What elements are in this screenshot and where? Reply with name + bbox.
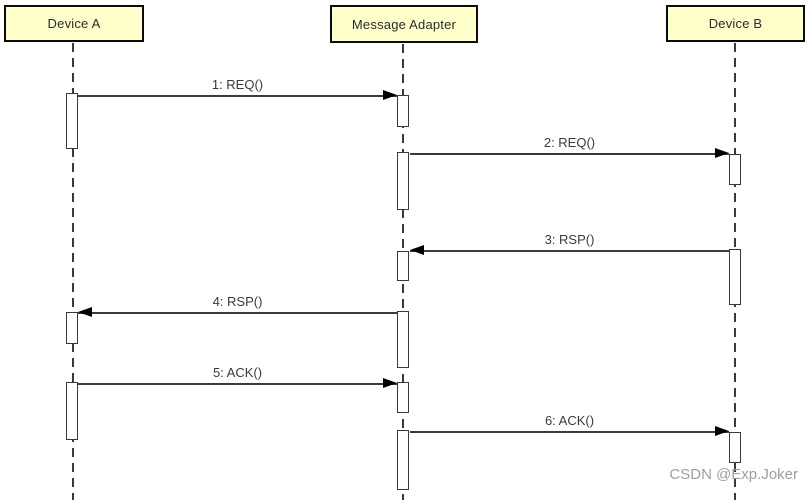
activation-bar: [66, 93, 78, 149]
activation-bar: [397, 95, 409, 127]
activation-bar: [729, 432, 741, 463]
activation-bar: [729, 154, 741, 185]
activation-bar: [397, 311, 409, 368]
message-line: [78, 312, 397, 314]
arrowhead-right-icon: [715, 425, 729, 436]
message-line: [78, 95, 397, 97]
message-label-6: 6: ACK(): [544, 413, 595, 428]
activation-bar: [66, 382, 78, 440]
arrowhead-left-icon: [78, 306, 92, 317]
actor-box-message-adapter: Message Adapter: [330, 5, 478, 43]
actor-box-device-a: Device A: [4, 5, 144, 42]
message-label-5: 5: ACK(): [212, 365, 263, 380]
message-line: [78, 383, 397, 385]
arrowhead-right-icon: [383, 89, 397, 100]
activation-bar: [397, 251, 409, 281]
activation-bar: [397, 382, 409, 413]
message-label-4: 4: RSP(): [212, 294, 263, 309]
message-label-2: 2: REQ(): [543, 135, 596, 150]
arrowhead-left-icon: [410, 244, 424, 255]
message-label-3: 3: RSP(): [544, 232, 595, 247]
actor-box-device-b: Device B: [666, 5, 805, 42]
activation-bar: [397, 430, 409, 490]
actor-label-device-b: Device B: [708, 16, 763, 31]
lifeline-device-a: [72, 43, 74, 500]
message-line: [410, 153, 729, 155]
actor-label-device-a: Device A: [47, 16, 101, 31]
watermark-text: CSDN @Exp.Joker: [669, 466, 798, 483]
arrowhead-right-icon: [715, 147, 729, 158]
arrowhead-right-icon: [383, 377, 397, 388]
message-line: [410, 250, 729, 252]
activation-bar: [397, 152, 409, 210]
message-line: [410, 431, 729, 433]
activation-bar: [66, 312, 78, 344]
actor-label-message-adapter: Message Adapter: [351, 16, 457, 32]
message-label-1: 1: REQ(): [211, 77, 264, 92]
activation-bar: [729, 249, 741, 305]
